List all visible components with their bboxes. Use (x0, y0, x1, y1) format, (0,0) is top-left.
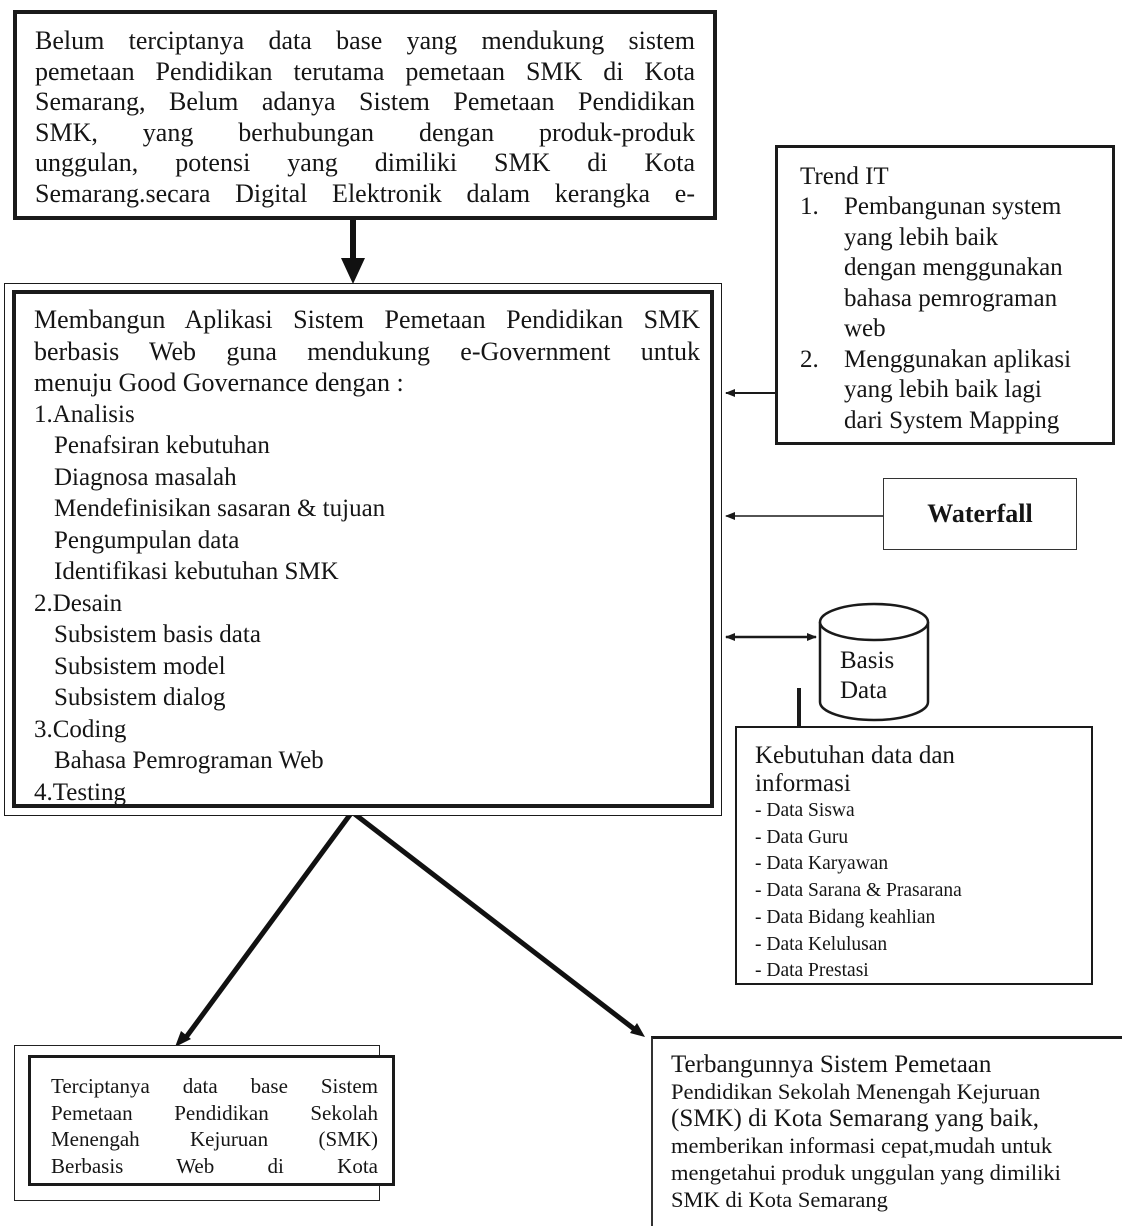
arrow-main-to-result-system (350, 810, 640, 1034)
needs-item: - Data Guru (755, 826, 849, 848)
section-title-desain: 2.Desain (34, 589, 123, 617)
section-item: Subsistem model (54, 652, 226, 680)
result-system-line: Terbangunnya Sistem Pemetaan (671, 1051, 992, 1078)
problem-statement-box: Belum terciptanya data base yang menduku… (13, 10, 717, 220)
result-database-line: Menengah Kejuruan (SMK) (51, 1127, 378, 1151)
needs-item: - Data Kelulusan (755, 933, 888, 955)
trend-item-line: dengan menggunakan (844, 254, 1063, 281)
section-item: Bahasa Pemrograman Web (54, 747, 324, 774)
section-item: Subsistem basis data (54, 621, 261, 648)
trend-item-line: yang lebih baik (844, 223, 999, 251)
problem-line: pemetaan Pendidikan terutama pemetaan SM… (35, 56, 695, 86)
result-system-box: Terbangunnya Sistem Pemetaan Pendidikan … (651, 1036, 1122, 1226)
needs-title: Kebutuhan data dan informasi (755, 742, 1091, 798)
needs-item: - Data Bidang keahlian (755, 906, 936, 928)
result-system-line: (SMK) di Kota Semarang yang baik, (671, 1105, 1039, 1132)
section-item: Pengumpulan data (54, 526, 240, 554)
trend-item-text: Pembangunan system yang lebih baik denga… (844, 192, 1063, 345)
trend-title: Trend IT (800, 163, 889, 190)
section-item: Subsistem dialog (54, 684, 226, 711)
result-system-line: memberikan informasi cepat,mudah untuk (671, 1133, 1053, 1158)
arrowhead-main-to-result-system (630, 1023, 645, 1037)
result-database-line: Terciptanya data base Sistem (51, 1074, 378, 1098)
trend-item-line: bahasa pemrograman (844, 284, 1058, 312)
trend-item: 2. Menggunakan aplikasi yang lebih baik … (800, 345, 1104, 437)
needs-item: - Data Karyawan (755, 853, 889, 875)
main-intro: Membangun Aplikasi Sistem Pemetaan Pendi… (34, 304, 700, 399)
database-label: Basis Data (840, 646, 910, 704)
needs-title-line: informasi (755, 770, 851, 797)
section-title-coding: 3.Coding (34, 715, 127, 743)
result-system-line: SMK di Kota Semarang (671, 1187, 888, 1212)
result-database-line: Pemetaan Pendidikan Sekolah (51, 1100, 378, 1125)
database-label-line: Basis (840, 647, 895, 674)
problem-line: Semarang, Belum adanya Sistem Pemetaan P… (35, 87, 695, 116)
section-item: Identifikasi kebutuhan SMK (54, 558, 339, 585)
problem-line: SMK, yang berhubungan dengan produk-prod… (35, 117, 695, 147)
trend-item-line: yang lebih baik lagi (844, 376, 1042, 403)
result-database-box: Terciptanya data base Sistem Pemetaan Pe… (28, 1055, 395, 1186)
result-database-line: Berbasis Web di Kota (51, 1153, 378, 1178)
trend-it-box: Trend IT 1. Pembangunan system yang lebi… (775, 145, 1115, 445)
problem-line: Belum terciptanya data base yang menduku… (35, 26, 695, 55)
trend-item: 1. Pembangunan system yang lebih baik de… (800, 192, 1104, 345)
section-title-testing: 4.Testing (34, 778, 126, 806)
needs-item: - Data Prestasi (755, 960, 869, 982)
section-item: Penafsiran kebutuhan (54, 432, 270, 459)
section-item: Mendefinisikan sasaran & tujuan (54, 495, 386, 522)
trend-item-text: Menggunakan aplikasi yang lebih baik lag… (844, 345, 1071, 437)
trend-item-line: Pembangunan system (844, 193, 1062, 220)
database-label-line: Data (840, 677, 888, 704)
main-process-box: Membangun Aplikasi Sistem Pemetaan Pendi… (12, 290, 714, 808)
problem-line: Semarang.secara Digital Elektronik dalam… (35, 178, 695, 208)
arrow-main-to-result-db (181, 810, 355, 1042)
trend-item-line: dari System Mapping (844, 406, 1060, 434)
trend-item-line: web (844, 315, 886, 342)
arrowhead-main-to-result-db (175, 1031, 191, 1047)
trend-item-line: Menggunakan aplikasi (844, 345, 1072, 373)
result-system-line: Pendidikan Sekolah Menengah Kejuruan (671, 1079, 1041, 1104)
trend-item-number: 1. (800, 193, 819, 220)
needs-item: - Data Sarana & Prasarana (755, 880, 962, 902)
data-needs-box: Kebutuhan data dan informasi - Data Sisw… (735, 726, 1093, 985)
main-intro-line: menuju Good Governance dengan : (34, 368, 404, 397)
main-intro-line: Membangun Aplikasi Sistem Pemetaan Pendi… (34, 305, 700, 334)
problem-line: unggulan, potensi yang dimiliki SMK di K… (35, 148, 695, 177)
needs-item: - Data Siswa (755, 800, 855, 821)
needs-title-line: Kebutuhan data dan (755, 742, 955, 769)
section-title-analisis: 1.Analisis (34, 400, 135, 428)
arrowhead-problem-to-main (341, 258, 365, 284)
trend-item-number: 2. (800, 345, 819, 373)
result-system-line: mengetahui produk unggulan yang dimiliki (671, 1160, 1061, 1185)
main-intro-line: berbasis Web guna mendukung e-Government… (34, 336, 700, 366)
waterfall-box: Waterfall (883, 478, 1077, 550)
section-item: Diagnosa masalah (54, 463, 237, 491)
database-cylinder-icon (818, 602, 930, 722)
